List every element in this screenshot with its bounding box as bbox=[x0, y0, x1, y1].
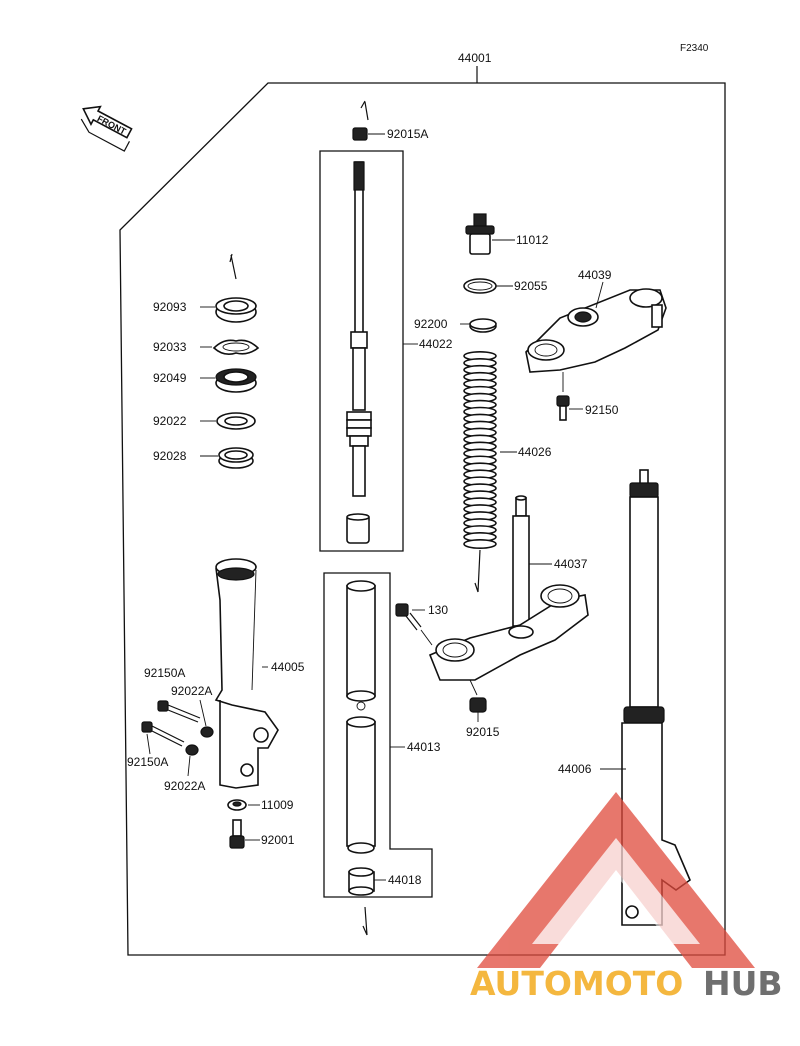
bushing-92028 bbox=[218, 447, 254, 469]
label-92049: 92049 bbox=[153, 371, 187, 385]
fork-spring-44026 bbox=[463, 350, 497, 549]
oil-seal-92049 bbox=[215, 368, 257, 393]
label-44022: 44022 bbox=[419, 337, 453, 351]
bolt-130 bbox=[395, 603, 433, 646]
watermark-text-left: AUTOMOTO bbox=[470, 964, 683, 1003]
arrow-down-indicator-icon-2 bbox=[362, 906, 368, 936]
assembly-frame bbox=[119, 82, 726, 956]
arrow-down-indicator-icon bbox=[474, 549, 481, 593]
label-11009: 11009 bbox=[261, 798, 294, 812]
bolt-92150A-top bbox=[157, 700, 201, 723]
label-11012: 11012 bbox=[516, 233, 549, 247]
label-92055: 92055 bbox=[514, 279, 548, 293]
o-ring-92055 bbox=[463, 278, 513, 294]
label-44013: 44013 bbox=[407, 740, 441, 754]
outer-tube-44005 bbox=[214, 558, 279, 789]
label-92150A-top: 92150A bbox=[144, 666, 185, 680]
label-92150A-bottom: 92150A bbox=[127, 755, 168, 769]
steering-stem-44037 bbox=[428, 495, 589, 681]
pipe-lower bbox=[346, 716, 376, 854]
pipe-frame bbox=[323, 572, 433, 898]
label-92028: 92028 bbox=[153, 449, 187, 463]
arrow-up-indicator-icon bbox=[360, 100, 369, 121]
front-label: FRONT bbox=[95, 113, 128, 137]
watermark-text-right: HUB bbox=[703, 964, 783, 1003]
damper-rod bbox=[346, 161, 372, 497]
oil-seal-92093 bbox=[215, 297, 257, 323]
label-92150: 92150 bbox=[585, 403, 619, 417]
bolt-92001 bbox=[229, 819, 260, 849]
arrow-up-indicator-icon-2 bbox=[229, 253, 237, 280]
cap-nut-92015A bbox=[352, 127, 385, 141]
front-arrow-icon: FRONT bbox=[80, 105, 133, 152]
top-bolt-11012 bbox=[465, 213, 515, 255]
retainer-92033 bbox=[212, 339, 260, 355]
washer-92022A-top bbox=[199, 699, 214, 738]
washer-92022 bbox=[216, 412, 256, 430]
washer-92022A-bottom bbox=[185, 744, 199, 777]
automotohub-logo-watermark bbox=[477, 792, 755, 968]
pipe-upper bbox=[346, 580, 376, 711]
spring-coil bbox=[463, 538, 497, 549]
label-92022A-bottom: 92022A bbox=[164, 779, 205, 793]
label-92001: 92001 bbox=[261, 833, 295, 847]
oil-lock-piece bbox=[346, 513, 370, 544]
label-44006: 44006 bbox=[558, 762, 592, 776]
label-92033: 92033 bbox=[153, 340, 187, 354]
label-44018: 44018 bbox=[388, 873, 422, 887]
label-92200: 92200 bbox=[414, 317, 448, 331]
label-92022A-top: 92022A bbox=[171, 684, 212, 698]
nut-92015 bbox=[469, 679, 487, 722]
washer-11009 bbox=[227, 799, 260, 811]
washer-92200 bbox=[460, 318, 497, 333]
bushing-44018 bbox=[348, 867, 386, 896]
upper-bracket-44039 bbox=[525, 281, 667, 373]
label-92015: 92015 bbox=[466, 725, 500, 739]
bolt-92150A-bottom bbox=[141, 721, 185, 755]
label-130: 130 bbox=[428, 603, 448, 617]
label-92022: 92022 bbox=[153, 414, 187, 428]
label-92093: 92093 bbox=[153, 300, 187, 314]
label-92015A: 92015A bbox=[387, 127, 428, 141]
label-44001: 44001 bbox=[458, 51, 492, 65]
label-44005: 44005 bbox=[271, 660, 305, 674]
cartridge-frame bbox=[319, 150, 404, 552]
figure-id: F2340 bbox=[680, 43, 709, 54]
label-44039: 44039 bbox=[578, 268, 612, 282]
label-44026: 44026 bbox=[518, 445, 552, 459]
bolt-92150 bbox=[556, 372, 583, 421]
label-44037: 44037 bbox=[554, 557, 588, 571]
